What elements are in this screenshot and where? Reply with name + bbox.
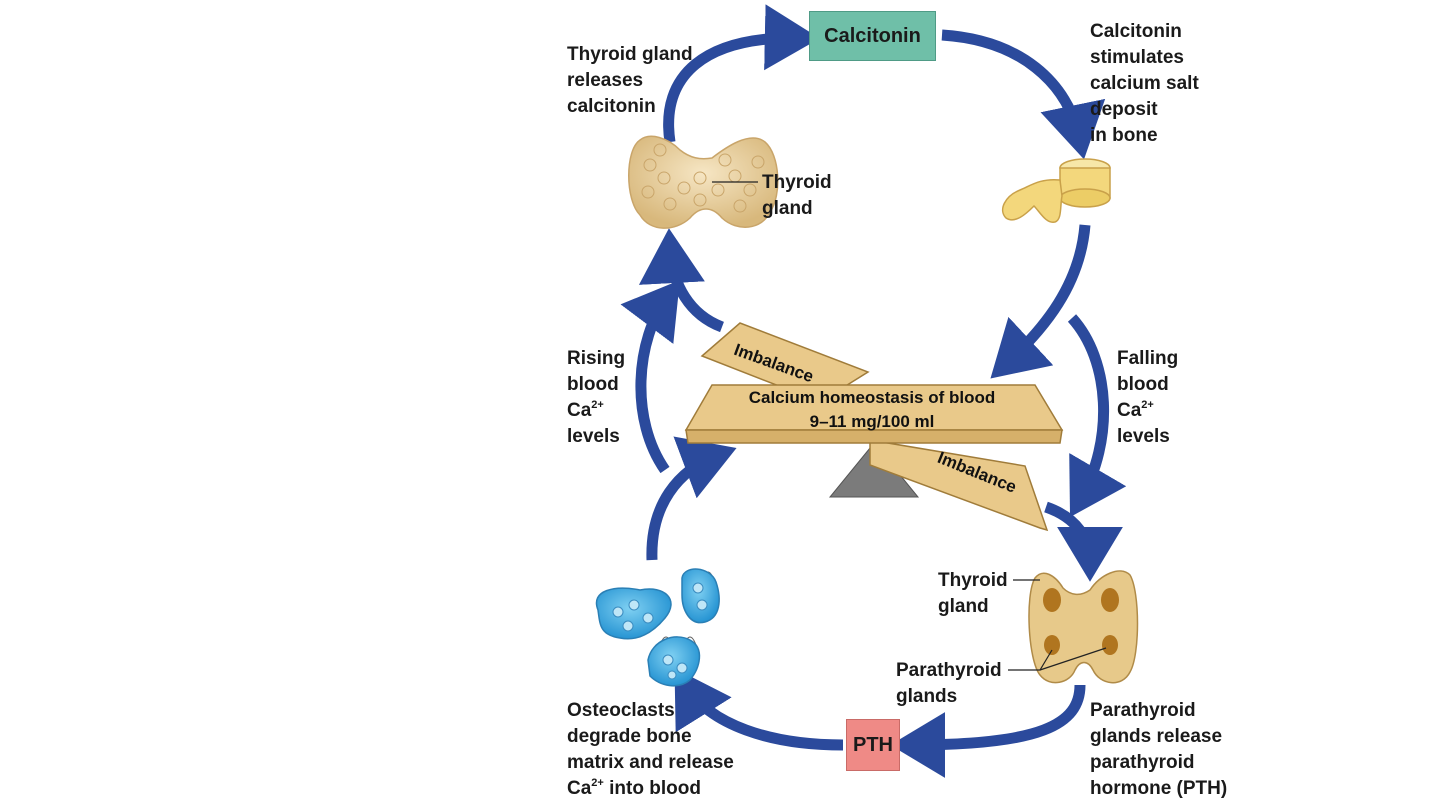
parathyroid-gland-3	[1044, 635, 1060, 655]
bone-vertebra-illustration	[1001, 158, 1111, 223]
balance-title-line2: 9–11 mg/100 ml	[809, 412, 935, 431]
parathyroid-gland-4	[1102, 635, 1118, 655]
thyroid-gland-top-illustration	[628, 135, 779, 229]
rising-text-1: Rising blood Ca	[567, 348, 626, 421]
osteoclasts-charge: 2+	[591, 777, 604, 789]
osteoclasts-text-2: into blood	[603, 778, 701, 799]
callout-parathyroid-glands: Parathyroid glands	[896, 660, 1002, 707]
callout-thyroid-gland-top: Thyroid gland	[762, 172, 832, 219]
osteoclasts-illustration	[595, 568, 720, 687]
balance-scale	[684, 322, 1064, 532]
label-parathyroid-release-pth: Parathyroid glands release parathyroid h…	[1090, 700, 1228, 799]
calcitonin-box: Calcitonin	[809, 11, 936, 61]
label-falling-blood-calcium: Falling blood Ca2+ levels	[1117, 346, 1178, 450]
arrow-calcitonin-to-bone	[941, 29, 1106, 160]
label-calcitonin-stimulates-deposit: Calcitonin stimulates calcium salt depos…	[1090, 21, 1199, 146]
parathyroid-gland-1	[1043, 588, 1061, 612]
arrow-balance-to-parathyroid	[1044, 501, 1123, 582]
rising-charge: 2+	[591, 399, 604, 411]
arrow-rising-up	[620, 280, 680, 474]
label-osteoclasts-degrade-bone: Osteoclasts degrade bone matrix and rele…	[567, 698, 734, 802]
arrow-balance-to-thyroid	[638, 228, 725, 333]
pth-box: PTH	[846, 719, 900, 771]
parathyroid-gland-2	[1101, 588, 1119, 612]
arrow-falling-down	[1067, 314, 1127, 518]
balance-title-line1: Calcium homeostasis of blood	[748, 388, 996, 407]
osteoclasts-text-1: Osteoclasts degrade bone matrix and rele…	[567, 700, 734, 799]
label-rising-blood-calcium: Rising blood Ca2+ levels	[567, 346, 625, 450]
arrows	[620, 4, 1127, 778]
beam-tilted-bottom	[869, 439, 1049, 532]
arrow-osteoclasts-up	[646, 436, 737, 561]
balance-title: Calcium homeostasis of blood 9–11 mg/100…	[712, 388, 1032, 432]
arrow-parathyroid-to-pth	[890, 684, 1086, 778]
falling-text-2: levels	[1117, 426, 1170, 447]
falling-charge: 2+	[1141, 399, 1154, 411]
arrow-bone-to-balance	[990, 224, 1091, 379]
pth-label: PTH	[853, 733, 893, 756]
callout-thyroid-gland-bottom: Thyroid gland	[938, 570, 1008, 617]
falling-text-1: Falling blood Ca	[1117, 348, 1179, 421]
arrow-pth-to-osteoclasts	[674, 668, 844, 751]
calcitonin-label: Calcitonin	[824, 24, 921, 47]
arrow-thyroid-to-calcitonin	[663, 4, 820, 143]
rising-text-2: levels	[567, 426, 620, 447]
label-thyroid-releases-calcitonin: Thyroid gland releases calcitonin	[567, 44, 693, 117]
thyroid-parathyroid-illustration	[1008, 570, 1139, 684]
